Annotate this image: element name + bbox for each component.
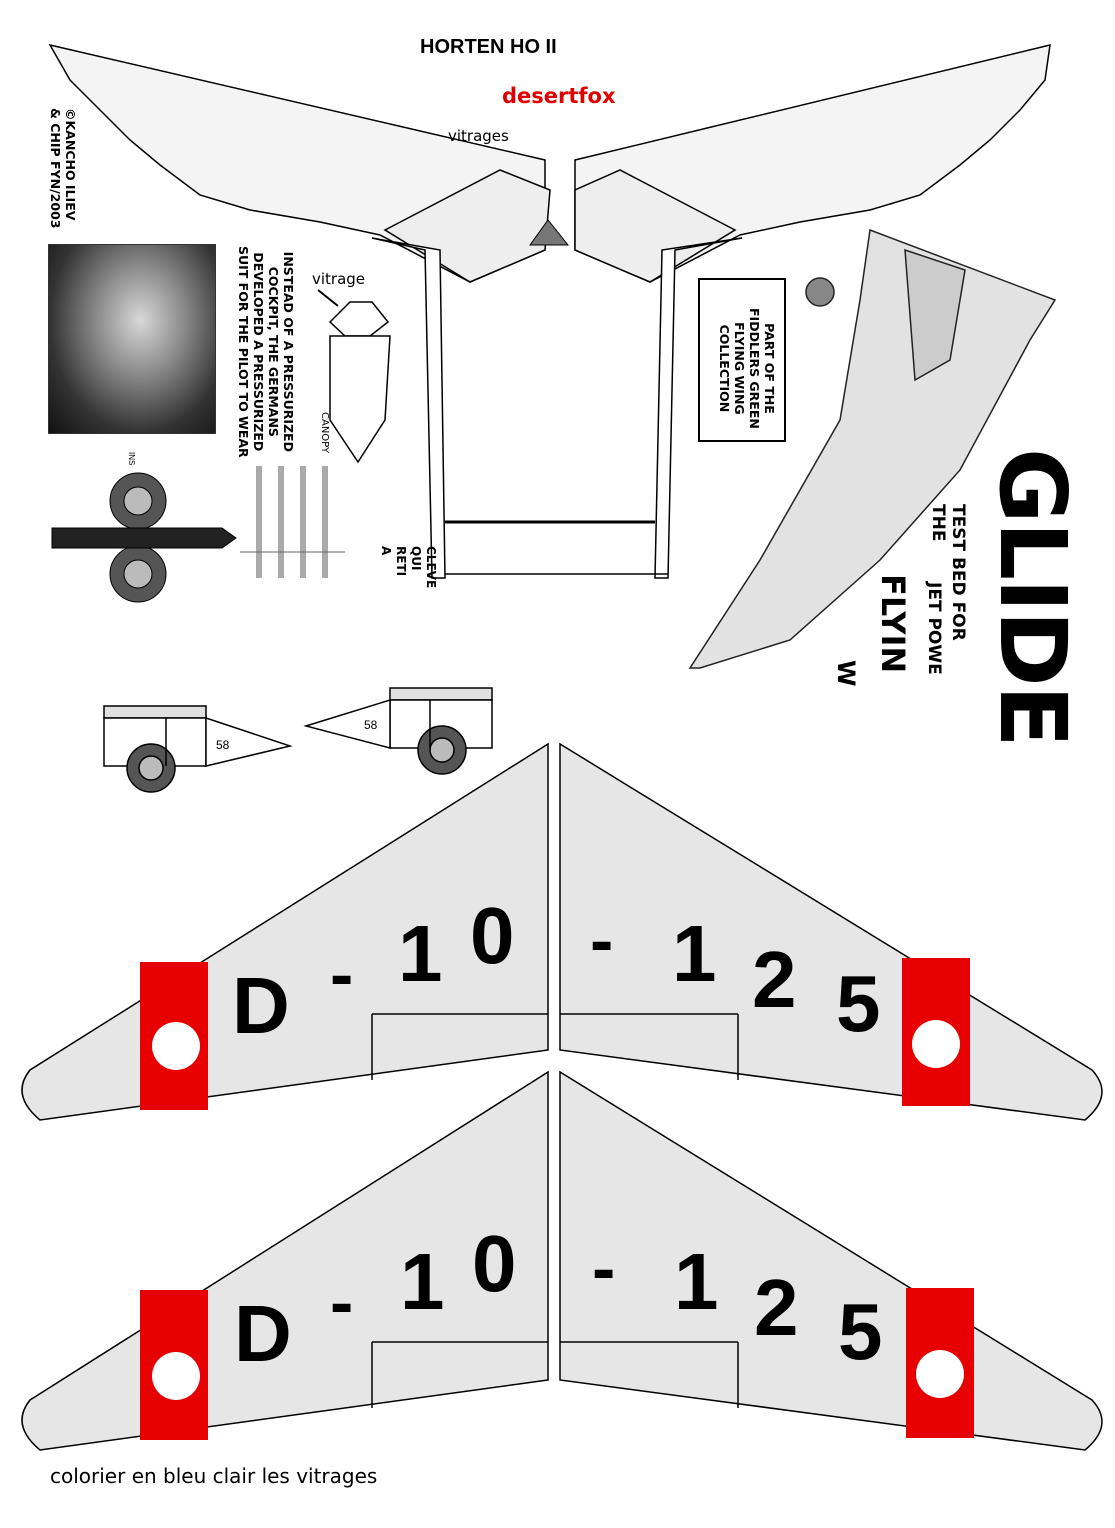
upper-wing-right: [574, 44, 1051, 283]
vitrages-label: vitrages: [448, 127, 509, 145]
center-notch: [529, 219, 570, 246]
canopy-label: CANOPY: [319, 412, 330, 454]
reg-upper-right-2: 1: [672, 909, 717, 998]
coloring-instruction: colorier en bleu clair les vitrages: [50, 1464, 378, 1488]
copyright-note: ©KANCHO ILIEV & CHIP FYN/2003: [48, 108, 78, 229]
reg-lower-right-4: 5: [838, 1287, 883, 1376]
reg-lower-right-1: -: [592, 1229, 616, 1307]
canopy-part: [317, 289, 391, 464]
reg-lower-right-2: 1: [674, 1237, 719, 1326]
cleve-fragment: CLEVE QUI RETI A: [379, 546, 438, 589]
collection-note: PART OF THE FIDDLERS GREEN FLYING WING C…: [717, 308, 777, 429]
author-signature: desertfox: [502, 84, 616, 108]
reg-upper-right-4: 5: [836, 959, 881, 1048]
fuselage-panels: [371, 237, 743, 579]
flying-line: FLYIN: [874, 574, 912, 674]
reg-upper-left-3: 1: [398, 909, 443, 998]
reg-upper-right-3: 2: [752, 935, 797, 1024]
flying-sub: W: [832, 660, 860, 687]
trolley-right: [303, 687, 493, 775]
collection-box: [698, 278, 786, 442]
trolley-right-number: 58: [364, 718, 378, 732]
reg-upper-left-4: 0: [470, 891, 515, 980]
trolley-left: [103, 705, 293, 793]
pilot-photo: [48, 244, 216, 434]
reg-upper-left-2: -: [330, 935, 354, 1013]
aircraft-sketch: [688, 228, 1057, 669]
page-title: HORTEN HO II: [420, 36, 557, 58]
pressurized-suit-note: INSTEAD OF A PRESSURIZED COCKPIT, THE GE…: [236, 246, 296, 458]
wing-pair-upper: [21, 742, 1103, 1121]
landing-gear-parts: [51, 466, 345, 603]
reg-lower-left-1: D: [234, 1289, 292, 1378]
wing-pair-lower: [21, 1070, 1103, 1451]
trolley-left-number: 58: [216, 738, 230, 752]
reg-upper-left-1: D: [232, 961, 290, 1050]
reg-lower-left-3: 1: [400, 1237, 445, 1326]
reg-upper-right-1: -: [590, 901, 614, 979]
reg-lower-left-4: 0: [472, 1219, 517, 1308]
vitrage-label: vitrage: [312, 270, 366, 288]
reg-lower-left-2: -: [330, 1263, 354, 1341]
ins-fragment: INS: [127, 452, 136, 466]
reg-lower-right-3: 2: [754, 1263, 799, 1352]
jetpower-line: JET POWE: [924, 582, 944, 675]
glider-heading: GLIDE: [979, 448, 1086, 746]
